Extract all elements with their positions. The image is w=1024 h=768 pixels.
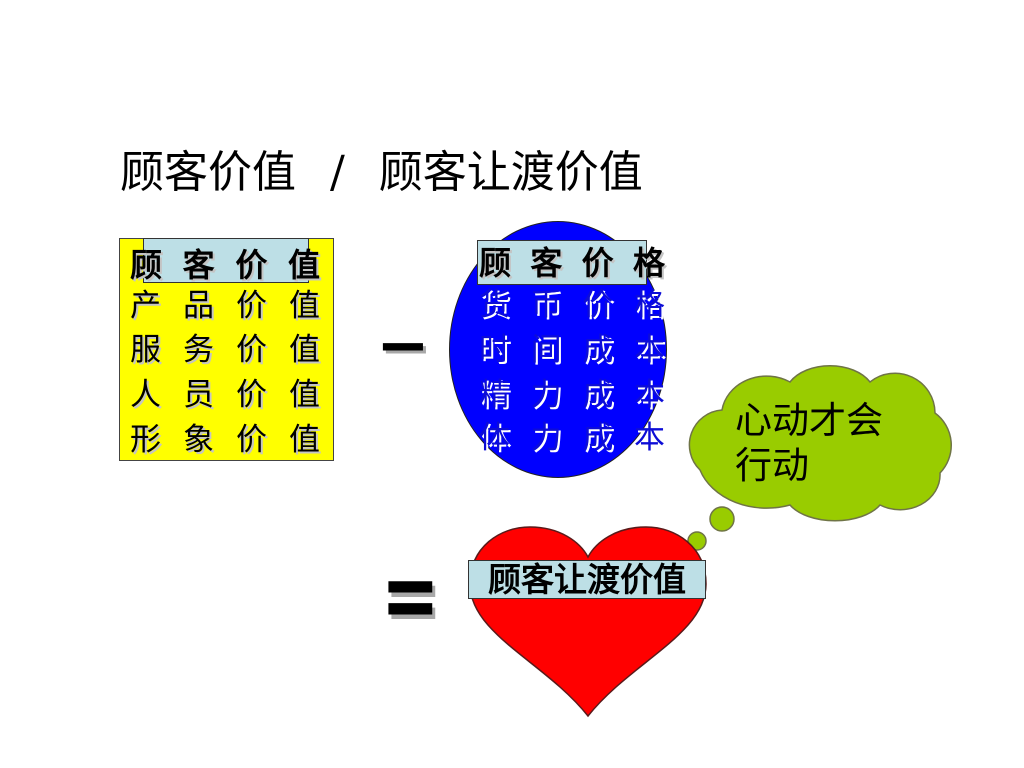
customer-value-header: 顾 客 价 值: [130, 246, 320, 284]
customer-cost-item: 时 间 成 本: [479, 332, 665, 368]
equals-sign: =: [381, 537, 440, 653]
minus-sign: −: [376, 309, 430, 383]
cloud-text-line: 心动才会: [735, 399, 883, 442]
customer-value-item: 人 员 价 值: [130, 377, 320, 413]
cloud-text: 心动才会 行动: [735, 398, 883, 488]
customer-cost-item: 精 力 成 本: [479, 377, 665, 413]
thought-bubble-medium: [687, 531, 707, 551]
customer-cost-header: 顾 客 价 格: [479, 244, 665, 282]
cloud-text-line: 行动: [735, 444, 809, 487]
heart-icon: [469, 526, 707, 718]
customer-value-item: 服 务 价 值: [130, 332, 320, 368]
customer-delivered-value-label: 顾客让渡价值: [468, 560, 706, 599]
customer-value-header-fill: [143, 238, 309, 283]
customer-value-item: 产 品 价 值: [130, 288, 320, 324]
thought-bubble-large: [709, 506, 735, 532]
customer-cost-item: 体 力 成 本: [479, 420, 665, 456]
customer-value-item: 形 象 价 值: [130, 422, 320, 458]
customer-cost-item: 货 币 价 格: [479, 287, 665, 323]
thought-cloud: [673, 364, 952, 561]
customer-cost-header-fill: [477, 240, 647, 285]
heart-shape: [469, 526, 707, 718]
slide-title: 顾客价值 / 顾客让渡价值: [120, 147, 643, 198]
cloud-shape: [688, 364, 952, 522]
